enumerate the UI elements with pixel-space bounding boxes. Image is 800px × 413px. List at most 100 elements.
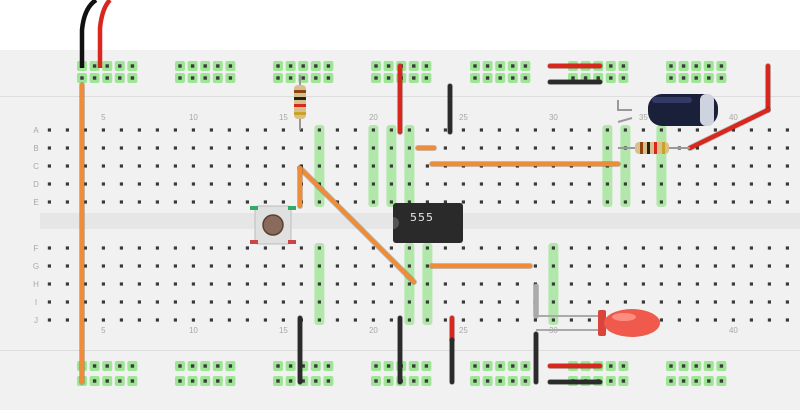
- hole: [371, 300, 375, 304]
- rail-hole: [276, 76, 280, 80]
- rail-hole: [178, 76, 182, 80]
- hole: [371, 182, 375, 186]
- led-red[interactable]: [536, 309, 660, 337]
- power-lead-red: [97, 0, 112, 68]
- hole: [389, 128, 393, 132]
- hole: [101, 182, 105, 186]
- hole: [47, 300, 51, 304]
- hole: [515, 200, 519, 204]
- hole: [659, 318, 663, 322]
- ic-555-timer[interactable]: 555: [393, 203, 463, 243]
- push-button[interactable]: [250, 205, 296, 245]
- hole: [317, 182, 321, 186]
- hole: [389, 182, 393, 186]
- hole: [641, 246, 645, 250]
- hole: [677, 182, 681, 186]
- resistor-2[interactable]: [618, 142, 690, 154]
- hole: [317, 318, 321, 322]
- rail-hole: [707, 364, 711, 368]
- hole: [371, 200, 375, 204]
- rail-hole: [203, 364, 207, 368]
- rail-hole: [669, 379, 673, 383]
- hole: [281, 300, 285, 304]
- rail-hole: [374, 64, 378, 68]
- rail-hole: [228, 64, 233, 68]
- hole: [299, 146, 303, 150]
- hole: [569, 128, 573, 132]
- hole: [119, 300, 123, 304]
- rail-hole: [473, 364, 477, 368]
- hole: [461, 128, 465, 132]
- hole: [227, 128, 231, 132]
- hole: [317, 300, 321, 304]
- hole: [605, 182, 609, 186]
- hole: [83, 282, 87, 286]
- rail-hole: [374, 379, 378, 383]
- hole: [407, 164, 411, 168]
- wire-red-right-diagonal: [687, 107, 771, 151]
- rail-hole: [92, 64, 97, 68]
- hole: [407, 300, 411, 304]
- hole: [335, 264, 339, 268]
- hole: [335, 282, 339, 286]
- rail-hole: [621, 76, 626, 80]
- hole: [425, 282, 429, 286]
- rail-hole: [707, 76, 711, 80]
- hole: [137, 282, 141, 286]
- resistor-1[interactable]: [294, 75, 306, 130]
- column-number-bottom: 5: [101, 326, 106, 335]
- rail-hole: [424, 379, 429, 383]
- rail-hole: [326, 379, 331, 383]
- hole: [551, 264, 555, 268]
- hole: [155, 300, 159, 304]
- hole: [65, 300, 69, 304]
- hole: [83, 300, 87, 304]
- hole: [389, 300, 393, 304]
- hole: [119, 182, 123, 186]
- hole: [47, 318, 51, 322]
- hole: [191, 246, 195, 250]
- hole: [497, 200, 501, 204]
- hole: [515, 300, 519, 304]
- hole: [695, 200, 699, 204]
- hole: [479, 182, 483, 186]
- rail-hole: [301, 76, 305, 80]
- hole: [47, 128, 51, 132]
- rail-hole: [719, 364, 724, 368]
- rail-hole: [523, 364, 528, 368]
- electrolytic-capacitor[interactable]: [617, 94, 718, 126]
- rail-hole: [190, 64, 195, 68]
- hole: [479, 318, 483, 322]
- hole: [605, 300, 609, 304]
- hole: [767, 146, 771, 150]
- hole: [551, 318, 555, 322]
- hole: [425, 128, 429, 132]
- hole: [155, 128, 159, 132]
- hole: [137, 128, 141, 132]
- hole: [263, 318, 267, 322]
- hole: [137, 164, 141, 168]
- hole: [569, 146, 573, 150]
- hole: [209, 128, 213, 132]
- rail-hole: [498, 76, 502, 80]
- hole: [173, 146, 177, 150]
- hole: [209, 146, 213, 150]
- hole: [227, 318, 231, 322]
- hole: [713, 182, 717, 186]
- hole: [731, 146, 735, 150]
- hole: [695, 300, 699, 304]
- hole: [533, 128, 537, 132]
- hole: [587, 246, 591, 250]
- hole: [371, 128, 375, 132]
- hole: [731, 300, 735, 304]
- hole: [155, 264, 159, 268]
- hole: [155, 246, 159, 250]
- hole: [119, 128, 123, 132]
- rail-hole: [386, 64, 391, 68]
- hole: [731, 182, 735, 186]
- rail-hole: [216, 64, 220, 68]
- hole: [263, 128, 267, 132]
- rail-hole: [498, 379, 502, 383]
- hole: [101, 300, 105, 304]
- row-letter-top: C: [33, 162, 39, 171]
